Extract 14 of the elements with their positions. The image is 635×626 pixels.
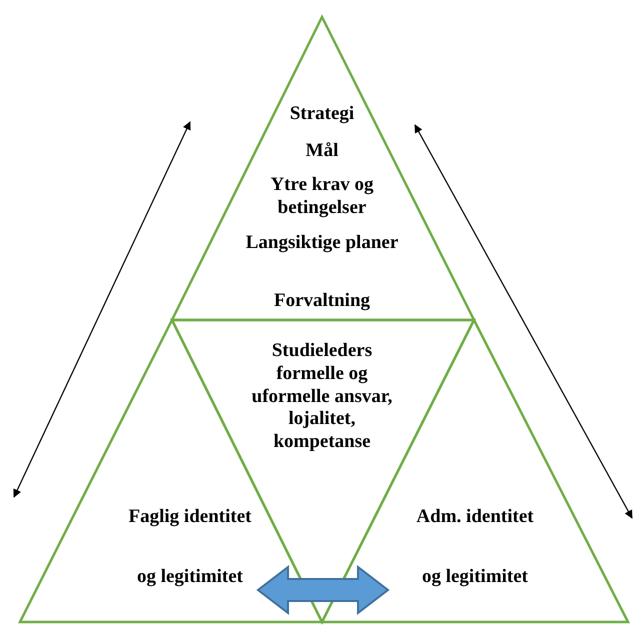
triangle-label: Strategi	[288, 103, 356, 126]
double-arrow	[414, 124, 633, 519]
double-arrow	[13, 121, 191, 498]
triangle-label: Forvaltning	[272, 290, 372, 313]
triangle-box	[172, 17, 474, 320]
triangle-label: Mål	[304, 140, 340, 163]
block-arrow	[256, 564, 390, 616]
triangle-label: Adm. identitet	[415, 506, 535, 529]
triangle-label: og legitimitet	[136, 566, 244, 589]
triangle-label: Langsiktige planer	[244, 232, 400, 255]
triangle-label: Studieleders formelle og uformelle ansvar, lojalitet, kompetanse	[250, 340, 394, 454]
triangle-label: Ytre krav og betingelser	[269, 174, 375, 220]
triangle-label: Faglig identitet	[128, 506, 252, 529]
triangle-label: og legitimitet	[420, 566, 530, 589]
